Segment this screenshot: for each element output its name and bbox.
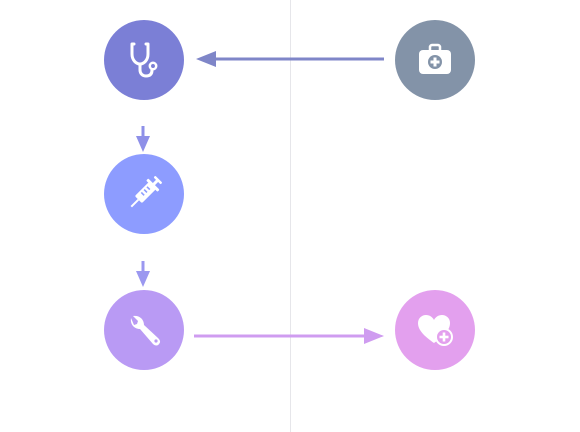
stethoscope-icon (130, 42, 158, 78)
center-divider (290, 0, 291, 432)
syringe-node[interactable] (104, 154, 184, 234)
wrench-node[interactable] (104, 290, 184, 370)
first-aid-kit-icon (419, 43, 451, 74)
heart-plus-icon (418, 315, 453, 346)
first-aid-kit-node[interactable] (395, 20, 475, 100)
syringe-icon (130, 176, 162, 208)
heart-node[interactable] (395, 290, 475, 370)
stethoscope-node[interactable] (104, 20, 184, 100)
wrench-icon (130, 315, 161, 346)
